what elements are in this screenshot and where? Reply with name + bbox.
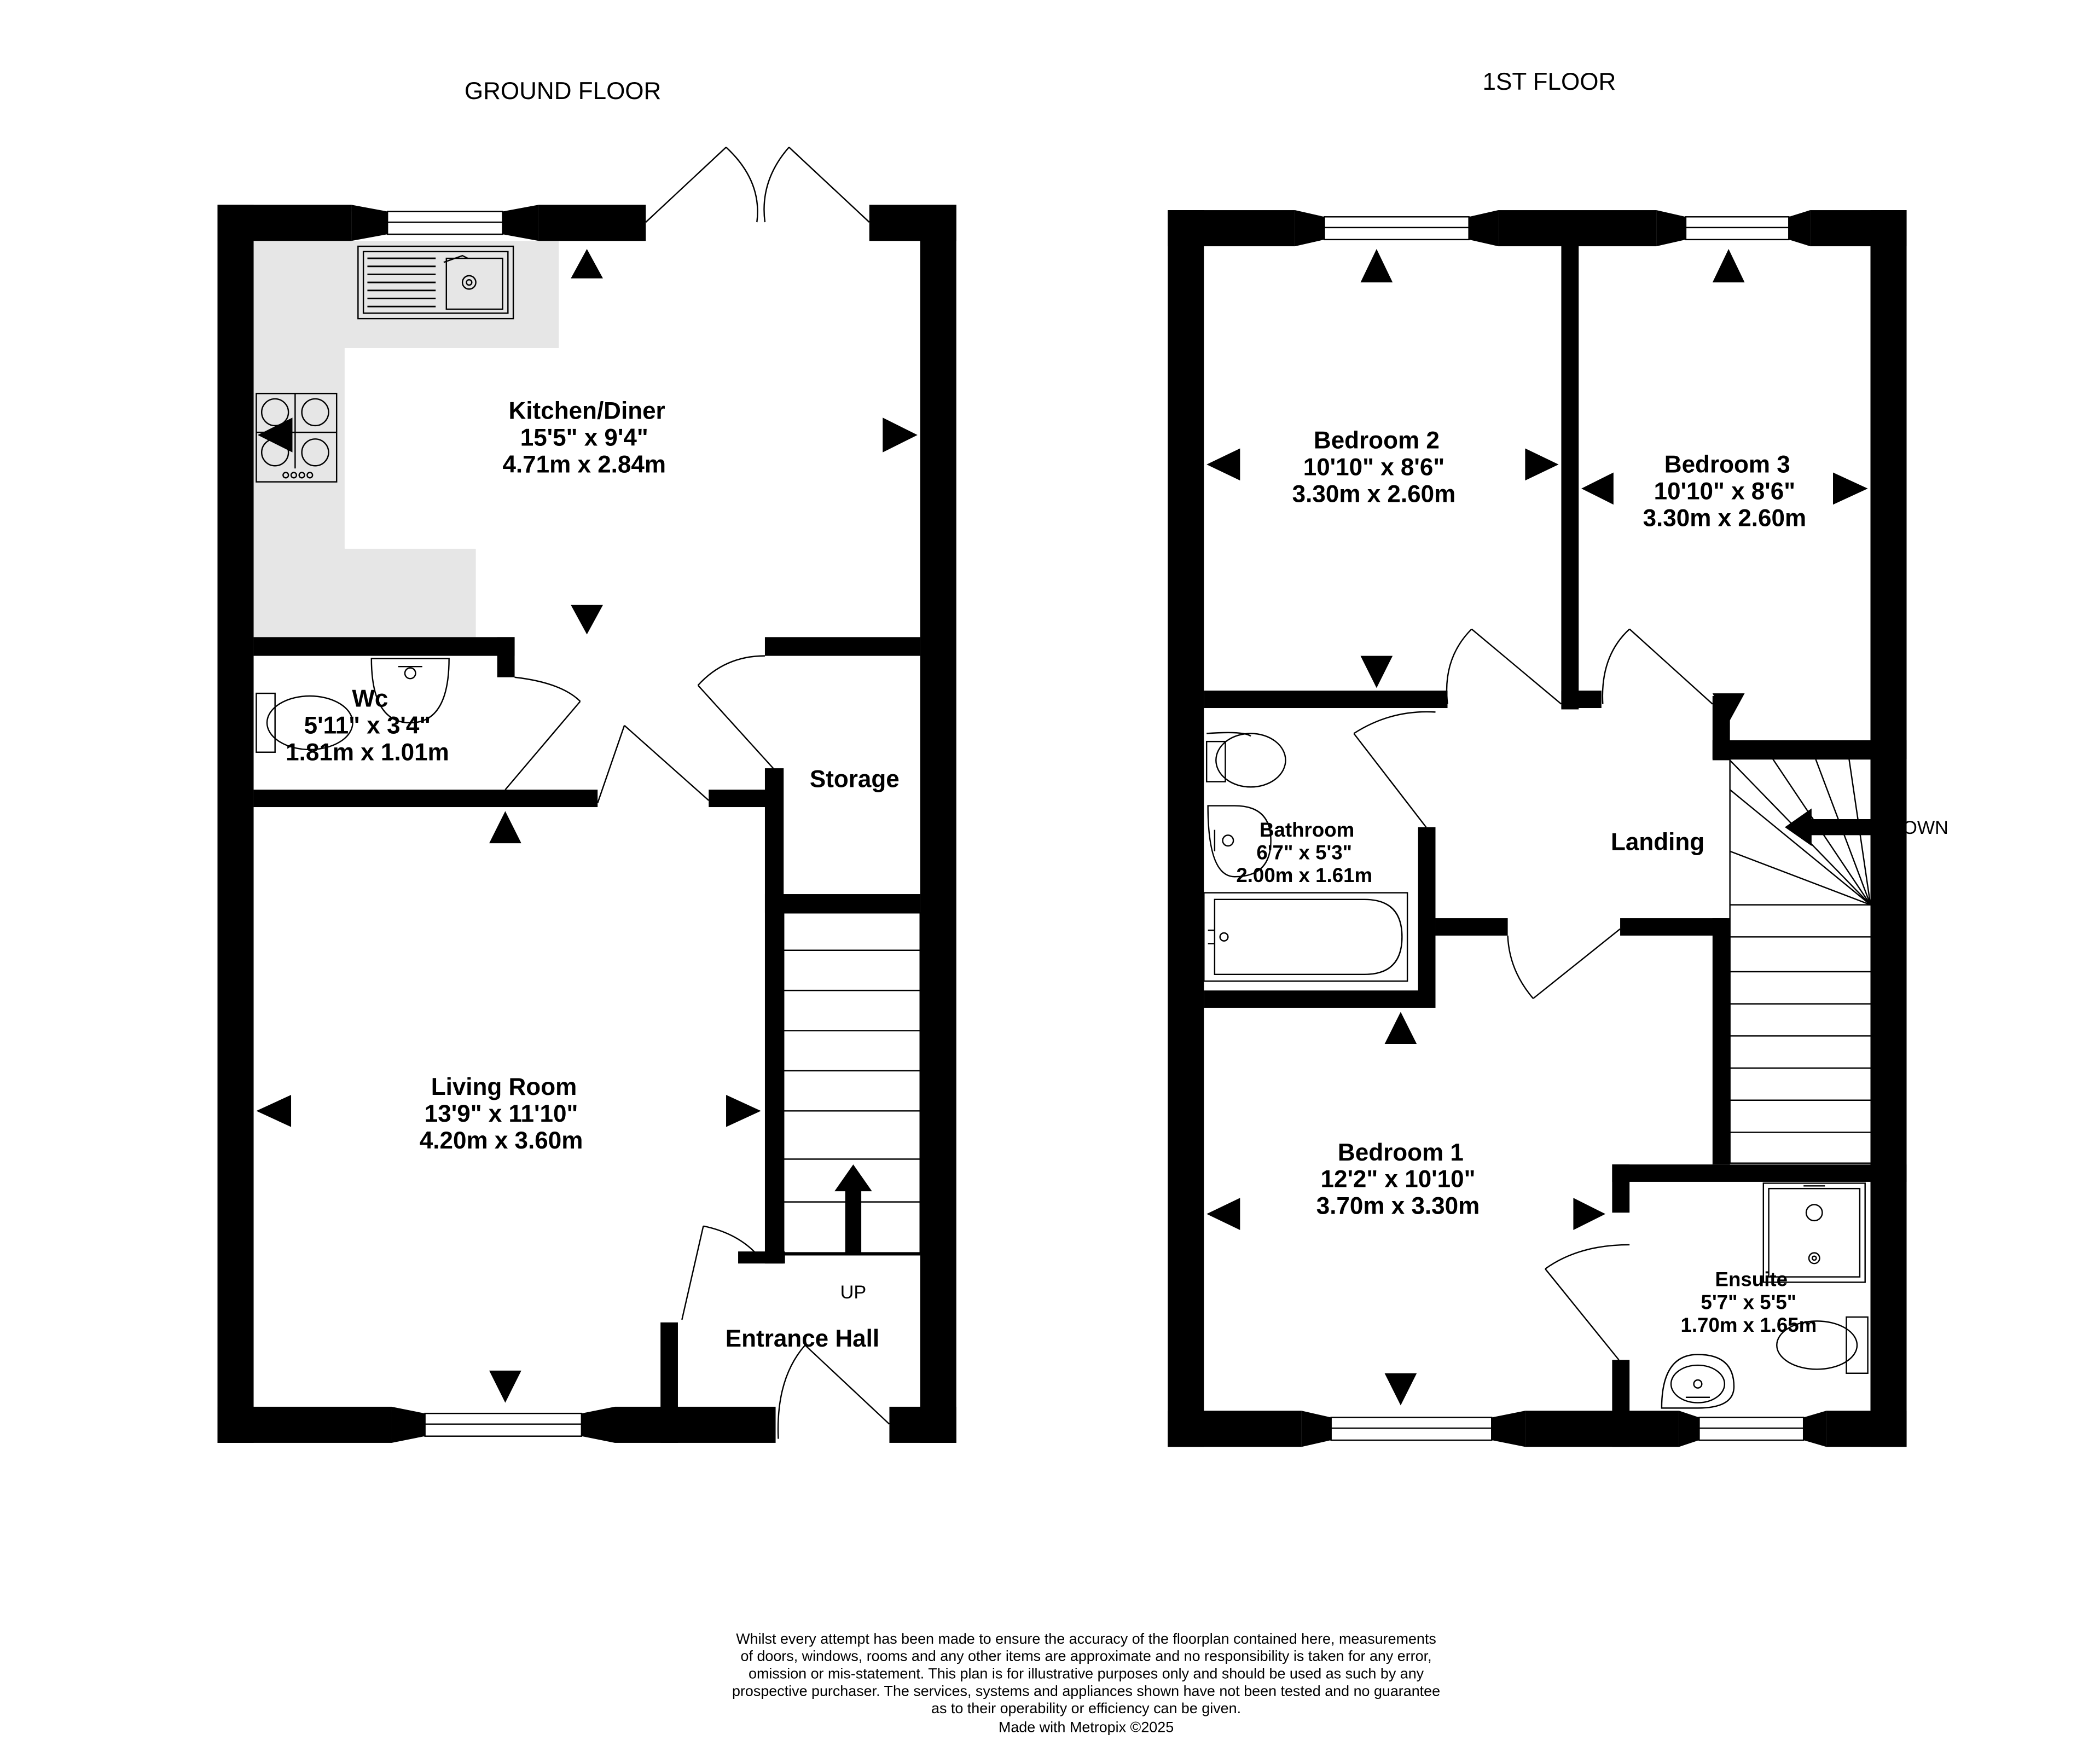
room-wc: Wc 5'11" x 3'4" 1.81m x 1.01m [286, 686, 449, 766]
room-metric: 4.20m x 3.60m [420, 1127, 583, 1154]
wc-basin-icon [370, 658, 450, 724]
room-metric: 3.30m x 2.60m [1643, 504, 1807, 531]
room-kitchen: Kitchen/Diner 15'5" x 9'4" 4.71m x 2.84m [502, 398, 666, 478]
room-bed1: Bedroom 1 12'2" x 10'10" 3.70m x 3.30m [1316, 1139, 1480, 1220]
stairs-up-arrow-icon [834, 1164, 872, 1256]
room-metric: 3.30m x 2.60m [1292, 480, 1456, 507]
ensuite-basin-icon [1661, 1354, 1735, 1409]
ensuite-toilet-icon [1776, 1316, 1869, 1374]
disclaimer: Whilst every attempt has been made to en… [732, 1631, 1440, 1735]
room-name: Wc [352, 686, 388, 712]
disclaimer-line: Whilst every attempt has been made to en… [736, 1631, 1436, 1647]
room-storage: Storage [810, 765, 900, 792]
room-name: Ensuite [1715, 1268, 1788, 1291]
room-metric: 3.70m x 3.30m [1316, 1193, 1480, 1220]
wc-toilet-icon [256, 692, 353, 753]
room-metric: 4.71m x 2.84m [502, 451, 666, 478]
bath-toilet-icon [1205, 732, 1286, 788]
room-ensuite: Ensuite 5'7" x 5'5" 1.70m x 1.65m [1680, 1268, 1817, 1336]
bath-basin-icon [1207, 805, 1272, 878]
room-name: Kitchen/Diner [509, 398, 665, 425]
room-living: Living Room 13'9" x 11'10" 4.20m x 3.60m [420, 1074, 583, 1154]
room-imperial: 12'2" x 10'10" [1321, 1166, 1476, 1193]
first-windows [1295, 210, 1826, 1447]
room-bed3: Bedroom 3 10'10" x 8'6" 3.30m x 2.60m [1643, 451, 1807, 531]
room-imperial: 10'10" x 8'6" [1303, 454, 1445, 480]
room-bed2: Bedroom 2 10'10" x 8'6" 3.30m x 2.60m [1292, 427, 1456, 507]
room-bathroom: Bathroom 6'7" x 5'3" 2.00m x 1.61m [1236, 819, 1372, 886]
disclaimer-line: of doors, windows, rooms and any other i… [741, 1648, 1432, 1664]
ground-walls [217, 205, 956, 1443]
room-landing: Landing [1611, 828, 1704, 855]
room-name: Bathroom [1260, 819, 1354, 841]
first-floor: 1ST FLOOR [1168, 68, 1948, 1447]
credit: Made with Metropix ©2025 [999, 1719, 1174, 1735]
stairs-down-arrow-icon [1784, 808, 1873, 846]
room-metric: 2.00m x 1.61m [1236, 864, 1372, 886]
kitchen-sink-icon [357, 245, 514, 320]
ground-floor: GROUND FLOOR [217, 78, 956, 1443]
room-imperial: 10'10" x 8'6" [1654, 478, 1796, 504]
room-imperial: 5'7" x 5'5" [1701, 1291, 1797, 1313]
first-doors [1353, 628, 1713, 1361]
stairs-up-label: UP [840, 1282, 867, 1303]
first-dimension-arrows [1206, 248, 1868, 1406]
room-name: Bedroom 2 [1314, 427, 1440, 454]
disclaimer-line: omission or mis-statement. This plan is … [749, 1665, 1424, 1681]
first-walls [1168, 210, 1907, 1447]
room-imperial: 5'11" x 3'4" [304, 712, 431, 739]
bathtub-icon [1203, 892, 1408, 982]
ground-floor-title: GROUND FLOOR [465, 78, 661, 105]
disclaimer-line: as to their operability or efficiency ca… [931, 1700, 1241, 1716]
shower-icon [1762, 1182, 1866, 1283]
stairs-down-label: OWN [1902, 817, 1948, 838]
room-metric: 1.70m x 1.65m [1680, 1314, 1817, 1336]
room-name: Bedroom 1 [1338, 1139, 1464, 1166]
room-imperial: 6'7" x 5'3" [1256, 841, 1352, 863]
ground-dimension-arrows [256, 248, 918, 1403]
room-name: Bedroom 3 [1664, 451, 1790, 478]
room-hall: Entrance Hall [726, 1325, 879, 1352]
room-imperial: 15'5" x 9'4" [520, 425, 648, 451]
room-metric: 1.81m x 1.01m [286, 739, 449, 765]
room-name: Living Room [431, 1074, 577, 1100]
first-floor-title: 1ST FLOOR [1483, 68, 1616, 95]
ground-doors [504, 147, 890, 1439]
ground-windows [351, 205, 615, 1443]
disclaimer-line: prospective purchaser. The services, sys… [732, 1683, 1440, 1699]
room-imperial: 13'9" x 11'10" [425, 1100, 578, 1127]
